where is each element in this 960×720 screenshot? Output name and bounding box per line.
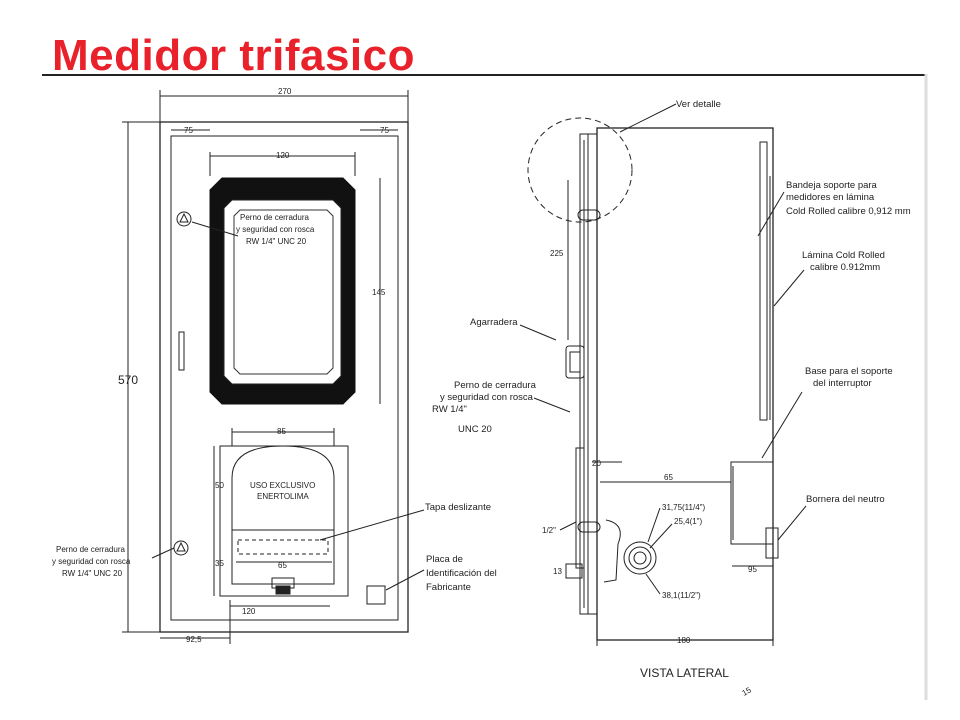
- interrupter-base: [730, 461, 774, 545]
- sliding-cover-label: Tapa deslizante: [425, 502, 491, 513]
- top-bolt-icon: [176, 211, 192, 227]
- handle-label: Agarradera: [470, 317, 518, 328]
- base-label-2: del interruptor: [813, 378, 872, 389]
- bolt-note-bottom-3: RW 1/4" UNC 20: [62, 569, 123, 578]
- front-inner-frame: [170, 135, 399, 621]
- sliding-cover: [231, 529, 335, 585]
- id-plate-1: Placa de: [426, 554, 463, 565]
- dim-20: 20: [592, 459, 601, 468]
- tray-label-2: medidores en lámina: [786, 192, 875, 203]
- dim-window-height: 145: [372, 288, 386, 297]
- id-plate-3: Fabricante: [426, 582, 471, 593]
- id-plate-2: Identificación del: [426, 568, 497, 579]
- dim-65: 65: [664, 473, 673, 482]
- detail-circle: [527, 117, 633, 223]
- side-bolt-note-3: RW 1/4": [432, 404, 467, 415]
- sheet-label-2: calibre 0.912mm: [810, 262, 880, 273]
- sheet-label-1: Lámina Cold Rolled: [802, 250, 885, 261]
- id-plate: [366, 585, 386, 605]
- dim-right-margin: 75: [380, 126, 389, 135]
- page-fragment: 15: [741, 685, 754, 698]
- dim-width: 270: [278, 87, 292, 96]
- dim-13: 13: [553, 567, 562, 576]
- dim-left-margin: 75: [184, 126, 193, 135]
- exclusive-use-arch: [231, 445, 335, 530]
- dim-lower-inner: 65: [278, 561, 287, 570]
- side-view-title: VISTA LATERAL: [640, 666, 729, 680]
- dim-95: 95: [748, 565, 757, 574]
- window-glass: [223, 199, 342, 385]
- dim-lower-width: 85: [277, 427, 286, 436]
- detail-label: Ver detalle: [676, 99, 721, 110]
- dim-180: 180: [677, 636, 691, 645]
- dim-window-width: 120: [276, 151, 290, 160]
- dim-225: 225: [550, 249, 564, 258]
- base-label-1: Base para el soporte: [805, 366, 893, 377]
- knockout-middle: [628, 546, 652, 570]
- side-slot: [178, 331, 185, 371]
- knockout-outer: [623, 541, 657, 575]
- knockout-3: 38,1(11/2"): [662, 591, 701, 600]
- dim-height: 570: [118, 373, 138, 387]
- bolt-note-top-1: Perno de cerradura: [240, 213, 309, 222]
- neutral-terminal: [765, 527, 779, 559]
- knockout-inner: [633, 551, 647, 565]
- front-view: 270 75 75 570 120 145 Perno de c: [52, 87, 497, 644]
- bolt-note-top-2: y seguridad con rosca: [236, 225, 315, 234]
- tray-label-3: Cold Rolled calibre 0,912 mm: [786, 206, 911, 217]
- side-cabinet: [596, 127, 774, 641]
- slide-title: Medidor trifasico: [52, 31, 415, 80]
- front-outer-frame: [159, 121, 409, 633]
- knockout-1: 31,75(11/4"): [662, 503, 706, 512]
- neutral-label: Bornera del neutro: [806, 494, 885, 505]
- tray-label-1: Bandeja soporte para: [786, 180, 878, 191]
- dim-lower-h1: 50: [215, 481, 224, 490]
- bolt-note-top-3: RW 1/4" UNC 20: [246, 237, 307, 246]
- side-bolt-note-2: y seguridad con rosca: [440, 392, 534, 403]
- bolt-note-bottom-2: y seguridad con rosca: [52, 557, 131, 566]
- exclusive-use-1: USO EXCLUSIVO: [250, 481, 315, 490]
- meter-tray: [759, 141, 768, 421]
- bolt-note-bottom-1: Perno de cerradura: [56, 545, 125, 554]
- side-view: Ver detalle 225 Agarradera Perno de cerr…: [432, 99, 911, 698]
- handle: [565, 345, 585, 379]
- exclusive-use-2: ENERTOLIMA: [257, 492, 309, 501]
- side-bolt-note-1: Perno de cerradura: [454, 380, 537, 391]
- dim-lower-h2: 35: [215, 559, 224, 568]
- dim-bottom-left: 92,5: [186, 635, 202, 644]
- side-bolt-note-4: UNC 20: [458, 424, 492, 435]
- dim-half-inch: 1/2": [542, 526, 556, 535]
- lower-compartment: [219, 445, 349, 597]
- dim-bottom-center: 120: [242, 607, 256, 616]
- title-underline: [42, 74, 926, 76]
- knockout-2: 25,4(1"): [674, 517, 703, 526]
